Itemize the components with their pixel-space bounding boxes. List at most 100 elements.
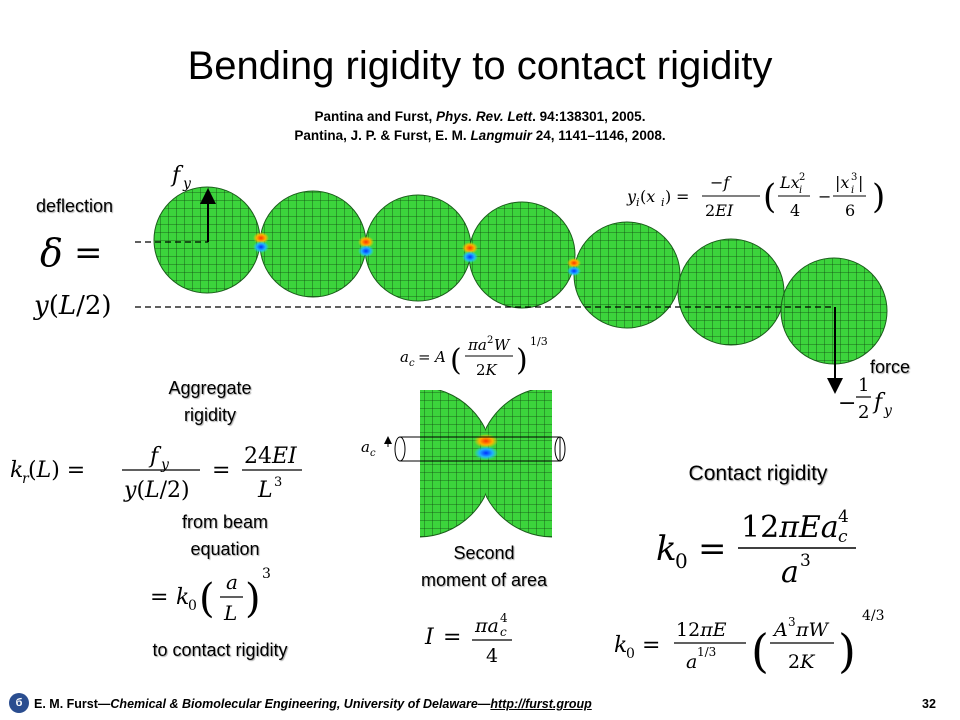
contact-stress-spots: [253, 232, 581, 276]
svg-text:y: y: [182, 176, 192, 192]
svg-text:Lx: Lx: [779, 173, 800, 192]
ref2-authors: Pantina, J. P. & Furst, E. M.: [294, 128, 471, 143]
from-beam-label-1: from beam: [181, 512, 269, 532]
particle-chain: [153, 186, 888, 365]
svg-text:a: a: [226, 570, 238, 594]
svg-text:3: 3: [262, 566, 271, 582]
svg-text:πa: πa: [467, 336, 487, 354]
svg-text:|x: |x: [835, 173, 849, 192]
svg-text:I: I: [424, 625, 435, 650]
svg-text:k: k: [614, 633, 627, 658]
svg-text:(: (: [199, 576, 215, 622]
svg-text:12πE: 12πE: [676, 619, 727, 641]
svg-text:2: 2: [858, 402, 869, 423]
svg-text:k: k: [656, 529, 677, 569]
svg-text:a: a: [781, 555, 799, 590]
svg-text:2K: 2K: [788, 651, 816, 673]
reference-1: Pantina and Furst, Phys. Rev. Lett. 94:1…: [0, 109, 960, 124]
deflection-equation: δ = y(L/2): [33, 231, 112, 321]
svg-text:=: =: [443, 625, 461, 650]
contact-rigidity-equation: k 0 = 12πEa 4 c a 3: [656, 507, 856, 590]
svg-text:f: f: [170, 163, 184, 188]
second-moment-label-2: moment of area: [420, 570, 548, 590]
svg-text:2: 2: [799, 172, 805, 183]
ref1-details: . 94:138301, 2005.: [532, 109, 646, 124]
footer-author: E. M. Furst: [34, 697, 98, 711]
svg-text:−f: −f: [710, 173, 732, 192]
particle-5: [573, 221, 681, 329]
svg-text:0: 0: [188, 598, 197, 614]
svg-text:L: L: [223, 601, 237, 625]
svg-text:3: 3: [800, 551, 811, 571]
second-moment-equation: I = πa 4 c 4: [424, 611, 512, 667]
particle-6: [677, 238, 785, 346]
svg-text:=: =: [212, 458, 230, 483]
university-logo: б: [9, 693, 29, 713]
beam-deflection-equation: y i (x i ) = −f 2EI ( Lx 2 i 4 − |x 3 i …: [626, 172, 885, 220]
svg-text:δ: δ: [40, 231, 63, 275]
deflection-label: deflection: [36, 196, 114, 216]
aggregate-rigidity-equation: k r (L) = f y y(L/2) = 24EI L 3: [10, 444, 302, 503]
svg-text:): ): [838, 624, 856, 678]
svg-text:k: k: [176, 585, 189, 610]
contact-rigidity-heading: Contact rigidity: [688, 462, 828, 485]
ref2-journal: Langmuir: [470, 128, 532, 143]
svg-text:|: |: [858, 173, 863, 192]
svg-text:πW: πW: [795, 619, 829, 641]
svg-text:y: y: [160, 457, 170, 473]
svg-text:−: −: [838, 391, 856, 416]
svg-text:i: i: [636, 196, 640, 209]
contact-detail-illustration: a c: [361, 390, 566, 538]
aggregate-rigidity-label-2: rigidity: [183, 405, 236, 425]
svg-text:f: f: [148, 444, 162, 469]
from-beam-label-2: equation: [190, 539, 260, 559]
svg-text:4: 4: [486, 645, 498, 667]
svg-text:πa: πa: [474, 615, 499, 637]
svg-text:2: 2: [487, 335, 493, 346]
svg-text:=: =: [418, 348, 431, 366]
footer-link[interactable]: http://furst.group: [490, 697, 592, 711]
svg-text:a: a: [361, 438, 370, 456]
svg-text:4/3: 4/3: [862, 608, 885, 624]
slide-title: Bending rigidity to contact rigidity: [187, 44, 773, 88]
svg-text:=: =: [74, 233, 103, 273]
svg-text:W: W: [494, 336, 511, 354]
svg-text:(: (: [763, 177, 776, 217]
svg-text:r: r: [22, 471, 30, 487]
svg-text:k: k: [10, 458, 23, 483]
svg-text:): ): [245, 576, 261, 622]
svg-text:A: A: [433, 348, 446, 366]
svg-text:i: i: [799, 185, 802, 196]
svg-text:=: =: [150, 585, 168, 610]
contact-rigidity-expanded-equation: k 0 = 12πE a 1/3 ( A 3 πW 2K ) 4/3: [614, 608, 885, 678]
force-label: force: [870, 357, 911, 377]
svg-text:24EI: 24EI: [244, 444, 298, 469]
svg-text:1: 1: [858, 375, 869, 396]
svg-text:c: c: [370, 448, 376, 459]
svg-text:y(L/2): y(L/2): [33, 291, 112, 321]
svg-text:L: L: [257, 478, 273, 503]
svg-text:3: 3: [851, 172, 857, 183]
svg-text:(: (: [450, 343, 462, 378]
particle-2: [259, 190, 367, 298]
svg-text:3: 3: [274, 475, 282, 490]
svg-text:=: =: [642, 633, 660, 658]
ref1-journal: Phys. Rev. Lett: [436, 109, 533, 124]
svg-text:(L) =: (L) =: [28, 458, 85, 483]
svg-text:c: c: [500, 625, 507, 639]
svg-text:a: a: [400, 348, 409, 366]
svg-text:−: −: [818, 187, 831, 206]
svg-text:4: 4: [500, 611, 508, 625]
svg-text:): ): [665, 187, 671, 206]
second-moment-label-1: Second: [453, 543, 515, 563]
svg-text:6: 6: [845, 201, 855, 220]
to-contact-rigidity-label: to contact rigidity: [152, 640, 288, 660]
fy-label: f y: [170, 163, 192, 192]
svg-text:c: c: [409, 358, 415, 369]
svg-text:): ): [872, 177, 885, 217]
svg-text:y(L/2): y(L/2): [123, 478, 190, 503]
footer-affiliation: Chemical & Biomolecular Engineering, Uni…: [110, 697, 478, 711]
reference-2: Pantina, J. P. & Furst, E. M. Langmuir 2…: [0, 128, 960, 143]
svg-text:c: c: [838, 527, 848, 547]
contact-radius-equation: a c = A ( πa 2 W 2K ) 1/3: [400, 335, 548, 379]
